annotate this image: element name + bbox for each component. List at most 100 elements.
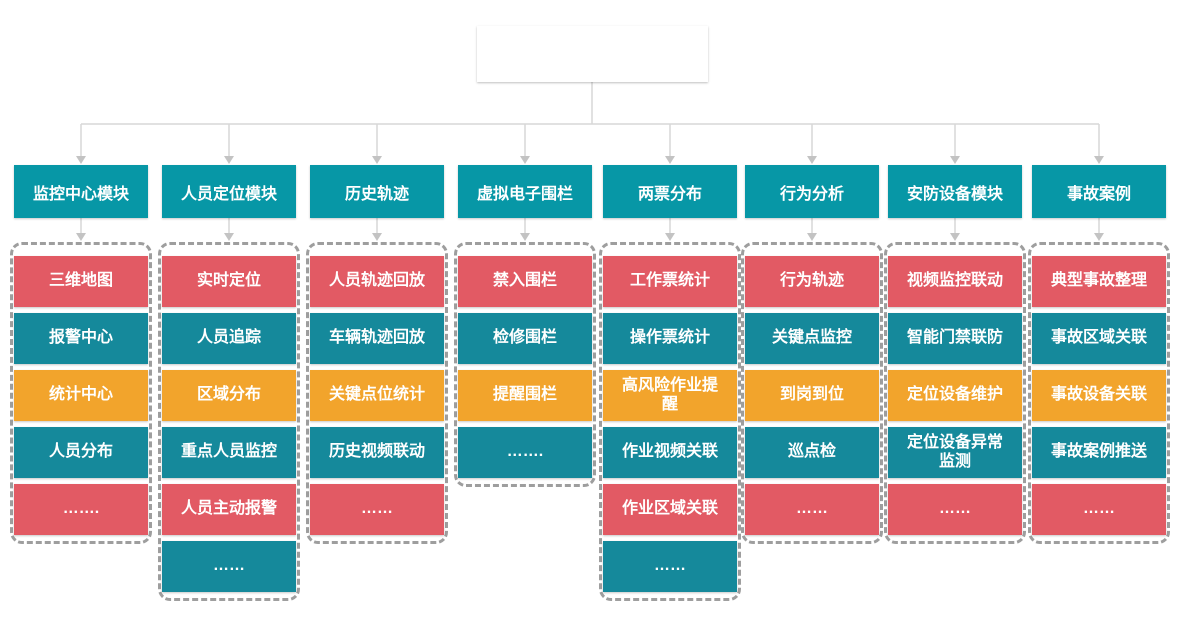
- feature-item-label: 典型事故整理: [1050, 272, 1147, 290]
- feature-item: 工作票统计: [603, 256, 737, 307]
- module-header: 人员定位模块: [162, 165, 296, 218]
- feature-item: 巡点检: [745, 427, 879, 478]
- feature-item-label: 历史视频联动: [328, 443, 425, 461]
- arrow-down-icon: [665, 233, 675, 241]
- feature-item-label: 定位设备异常监测: [906, 433, 1003, 470]
- feature-item: 统计中心: [14, 370, 148, 421]
- arrow-down-icon: [76, 233, 86, 241]
- feature-item-label: 行为轨迹: [779, 272, 844, 290]
- feature-item: 作业视频关联: [603, 427, 737, 478]
- feature-item-label: 人员轨迹回放: [328, 272, 425, 290]
- feature-item: 高风险作业提醒: [603, 370, 737, 421]
- arrow-down-icon: [950, 156, 960, 164]
- feature-item: 检修围栏: [458, 313, 592, 364]
- feature-item: 事故案例推送: [1032, 427, 1166, 478]
- module-header: 监控中心模块: [14, 165, 148, 218]
- feature-item: 关键点监控: [745, 313, 879, 364]
- feature-item: …….: [458, 427, 592, 478]
- feature-item: ……: [1032, 484, 1166, 535]
- feature-item: 历史视频联动: [310, 427, 444, 478]
- feature-item-label: 定位设备维护: [906, 386, 1003, 404]
- feature-item: 智能门禁联防: [888, 313, 1022, 364]
- feature-item: 事故区域关联: [1032, 313, 1166, 364]
- feature-item-label: …….: [506, 443, 544, 461]
- module-panel: 视频监控联动智能门禁联防定位设备维护定位设备异常监测 ……: [884, 242, 1026, 544]
- feature-item: 到岗到位: [745, 370, 879, 421]
- module-header: 行为分析: [745, 165, 879, 218]
- module-panel: 行为轨迹关键点监控到岗到位巡点检 ……: [741, 242, 883, 544]
- feature-item-label: 到岗到位: [779, 386, 844, 404]
- feature-item-label: ……: [213, 557, 245, 575]
- feature-item: ……: [162, 541, 296, 592]
- feature-item: 车辆轨迹回放: [310, 313, 444, 364]
- feature-item: …….: [14, 484, 148, 535]
- feature-item-label: 巡点检: [787, 443, 836, 461]
- feature-item-label: 关键点位统计: [328, 386, 425, 404]
- arrow-down-icon: [372, 156, 382, 164]
- module-column-7: 安防设备模块视频监控联动智能门禁联防定位设备维护定位设备异常监测 ……: [884, 165, 1026, 544]
- feature-item-label: 事故设备关联: [1050, 386, 1147, 404]
- arrow-down-icon: [950, 233, 960, 241]
- feature-item: 三维地图: [14, 256, 148, 307]
- feature-item-label: ……: [796, 500, 828, 518]
- arrow-down-icon: [76, 156, 86, 164]
- feature-item: ……: [888, 484, 1022, 535]
- feature-item: 典型事故整理: [1032, 256, 1166, 307]
- feature-item: 操作票统计: [603, 313, 737, 364]
- feature-item-label: 统计中心: [48, 386, 113, 404]
- feature-item: ……: [745, 484, 879, 535]
- feature-item: 人员分布: [14, 427, 148, 478]
- platform-title: 基于人员定位的三维智能安全管控平台: [477, 26, 708, 82]
- feature-item-label: 重点人员监控: [180, 443, 277, 461]
- module-panel: 典型事故整理事故区域关联事故设备关联事故案例推送 ……: [1028, 242, 1170, 544]
- module-header: 历史轨迹: [310, 165, 444, 218]
- arrow-down-icon: [665, 156, 675, 164]
- feature-item-label: 工作票统计: [629, 272, 710, 290]
- module-header: 安防设备模块: [888, 165, 1022, 218]
- feature-item-label: ……: [654, 557, 686, 575]
- feature-item: 视频监控联动: [888, 256, 1022, 307]
- feature-item-label: ……: [939, 500, 971, 518]
- feature-item: 实时定位: [162, 256, 296, 307]
- module-column-8: 事故案例典型事故整理事故区域关联事故设备关联事故案例推送……: [1028, 165, 1170, 544]
- feature-item: ……: [310, 484, 444, 535]
- feature-item-label: 事故案例推送: [1050, 443, 1147, 461]
- feature-item-label: 人员主动报警: [180, 500, 277, 518]
- feature-item: 重点人员监控: [162, 427, 296, 478]
- feature-item-label: 报警中心: [48, 329, 113, 347]
- module-panel: 人员轨迹回放车辆轨迹回放关键点位统计历史视频联动 ……: [306, 242, 448, 544]
- feature-item: ……: [603, 541, 737, 592]
- feature-item: 作业区域关联: [603, 484, 737, 535]
- module-column-4: 虚拟电子围栏禁入围栏检修围栏提醒围栏 …….: [454, 165, 596, 487]
- feature-item-label: 三维地图: [48, 272, 113, 290]
- feature-item-label: 禁入围栏: [492, 272, 557, 290]
- feature-item-label: 人员追踪: [196, 329, 261, 347]
- module-column-2: 人员定位模块实时定位人员追踪区域分布重点人员监控人员主动报警 ……: [158, 165, 300, 601]
- feature-item: 禁入围栏: [458, 256, 592, 307]
- module-header: 虚拟电子围栏: [458, 165, 592, 218]
- feature-item-label: 区域分布: [196, 386, 261, 404]
- arrow-down-icon: [807, 233, 817, 241]
- feature-item: 人员追踪: [162, 313, 296, 364]
- feature-item-label: …….: [62, 500, 100, 518]
- feature-item: 人员主动报警: [162, 484, 296, 535]
- arrow-down-icon: [807, 156, 817, 164]
- feature-item: 定位设备异常监测: [888, 427, 1022, 478]
- feature-item-label: 检修围栏: [492, 329, 557, 347]
- feature-item-label: 提醒围栏: [492, 386, 557, 404]
- module-panel: 禁入围栏检修围栏提醒围栏 …….: [454, 242, 596, 487]
- module-column-3: 历史轨迹人员轨迹回放车辆轨迹回放关键点位统计历史视频联动 ……: [306, 165, 448, 544]
- feature-item-label: ……: [1083, 500, 1115, 518]
- arrow-down-icon: [372, 233, 382, 241]
- arrow-down-icon: [224, 156, 234, 164]
- feature-item-label: 车辆轨迹回放: [328, 329, 425, 347]
- module-header: 两票分布: [603, 165, 737, 218]
- feature-item-label: 人员分布: [48, 443, 113, 461]
- module-column-5: 两票分布工作票统计操作票统计高风险作业提醒作业视频关联作业区域关联 ……: [599, 165, 741, 601]
- arrow-down-icon: [1094, 233, 1104, 241]
- feature-item-label: 事故区域关联: [1050, 329, 1147, 347]
- feature-item-label: 实时定位: [196, 272, 261, 290]
- arrow-down-icon: [1094, 156, 1104, 164]
